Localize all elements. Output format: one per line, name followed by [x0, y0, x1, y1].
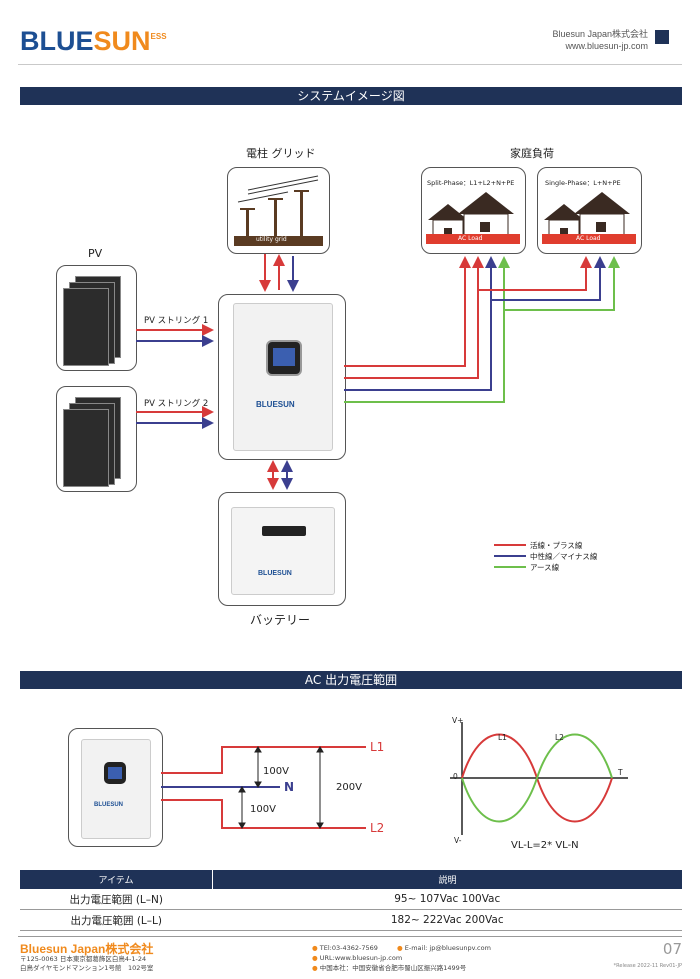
utility-grid-box: utility grid — [227, 167, 330, 254]
legend-earth: アース線 — [530, 563, 560, 572]
solar-panel-icon — [63, 288, 109, 366]
footer-hq: ● 中国本社：中国安徽省合肥市蜀山区振兴路1499号 — [312, 964, 466, 973]
ac-screen-display — [108, 767, 122, 779]
phone-icon: ● — [312, 944, 320, 952]
footer-hq-text: 中国本社：中国安徽省合肥市蜀山区振兴路1499号 — [319, 964, 467, 972]
pv-string2-label: PV ストリング 2 — [144, 399, 209, 409]
footer-tel-text: TEl:03-4362-7569 — [319, 944, 378, 952]
footer-address1: 〒125-0063 日本東京都葛飾区白鳥4-1-24 — [20, 955, 147, 963]
header-company-name: Bluesun Japan株式会社 — [552, 29, 648, 39]
grid-title: 電柱 グリッド — [246, 147, 316, 160]
split-phase-label: Split-Phase：L1+L2+N+PE — [427, 179, 515, 187]
table-cell-item: 出力電圧範囲 (L–N) — [20, 889, 213, 910]
table-cell-desc: 95~ 107Vac 100Vac — [212, 889, 682, 910]
pv-array-1 — [56, 265, 137, 371]
ac-n-label: N — [284, 780, 295, 794]
split-ac-load: AC Load — [458, 235, 483, 242]
ac-inverter-screen — [104, 762, 126, 784]
ac-l1-label: L1 — [370, 740, 385, 754]
inverter-screen — [266, 340, 302, 376]
ac-200v: 200V — [336, 782, 362, 793]
battery-logo: BLUESUN — [258, 570, 292, 577]
footer-url-text[interactable]: URL:www.bluesun-jp.com — [319, 954, 403, 962]
section-title-system: システムイメージ図 — [20, 87, 682, 105]
wave-t: T — [618, 768, 623, 777]
load-title: 家庭負荷 — [510, 147, 554, 160]
ac-inverter-unit: BLUESUN — [81, 739, 151, 839]
wave-formula: VL-L=2* VL-N — [511, 840, 579, 851]
footer-url[interactable]: ● URL:www.bluesun-jp.com — [312, 954, 402, 963]
footer-address2: 白鳥ダイヤモンドマンション1号館 102号室 — [20, 964, 154, 972]
brand-logo: BLUESUNESS — [20, 26, 167, 57]
single-ac-load: AC Load — [576, 235, 601, 242]
battery-display — [262, 526, 306, 536]
split-phase-load-box: Split-Phase：L1+L2+N+PE AC Load — [421, 167, 526, 254]
wave-l1: L1 — [498, 733, 507, 742]
ac-100v-lower: 100V — [250, 804, 276, 815]
table-header-desc: 説明 — [212, 870, 682, 889]
wiring-diagram — [136, 254, 620, 568]
battery-box: BLUESUN — [218, 492, 346, 606]
brand-suffix: ESS — [150, 32, 167, 41]
brand-blue: BLUE — [20, 26, 94, 56]
solar-panel-icon — [63, 409, 109, 487]
ac-voltage-diagram — [161, 722, 628, 835]
brand-orange: SUN — [93, 26, 151, 56]
battery-title: バッテリー — [250, 613, 311, 627]
inverter-box: BLUESUN — [218, 294, 346, 460]
table-header-row: アイテム 説明 — [20, 870, 682, 889]
table-cell-item: 出力電圧範囲 (L–L) — [20, 909, 213, 931]
grid-caption: utility grid — [256, 236, 287, 243]
ac-inverter-logo: BLUESUN — [94, 802, 124, 808]
table-row: 出力電圧範囲 (L–N) 95~ 107Vac 100Vac — [20, 889, 682, 910]
ac-100v-upper: 100V — [263, 766, 289, 777]
wave-l2: L2 — [555, 733, 564, 742]
location-icon: ● — [312, 964, 320, 972]
wave-vminus: V- — [454, 836, 462, 845]
spec-table: アイテム 説明 出力電圧範囲 (L–N) 95~ 107Vac 100Vac 出… — [20, 870, 682, 931]
single-phase-load-box: Single-Phase：L+N+PE AC Load — [537, 167, 642, 254]
legend-neutral: 中性線／マイナス線 — [530, 552, 598, 561]
battery-unit: BLUESUN — [231, 507, 335, 595]
footer-tel: ● TEl:03-4362-7569 — [312, 944, 378, 953]
footer-email: ● E-mail: jp@bluesunpv.com — [397, 944, 491, 953]
footer-email-text: E-mail: jp@bluesunpv.com — [404, 944, 491, 952]
footer-company: Bluesun Japan株式会社 — [20, 942, 154, 956]
mail-icon: ● — [397, 944, 405, 952]
ac-inverter-box: BLUESUN — [68, 728, 163, 847]
pv-title: PV — [88, 247, 103, 260]
pv-string1-label: PV ストリング 1 — [144, 316, 209, 326]
header-website: www.bluesun-jp.com — [565, 41, 648, 51]
header-divider — [18, 64, 682, 65]
power-pole-icon — [234, 175, 323, 246]
footer-divider — [18, 936, 682, 937]
section-title-ac: AC 出力電圧範囲 — [20, 671, 682, 689]
houses-icon-2 — [542, 192, 636, 244]
table-header-item: アイテム — [20, 870, 213, 889]
inverter-logo: BLUESUN — [256, 400, 295, 409]
houses-icon — [426, 192, 520, 244]
table-row: 出力電圧範囲 (L–L) 182~ 222Vac 200Vac — [20, 909, 682, 931]
header-square — [655, 30, 669, 44]
legend-live: 活線・プラス線 — [530, 541, 583, 550]
ac-l2-label: L2 — [370, 821, 385, 835]
globe-icon: ● — [312, 954, 320, 962]
screen-display — [273, 348, 295, 366]
pv-array-2 — [56, 386, 137, 492]
table-cell-desc: 182~ 222Vac 200Vac — [212, 909, 682, 931]
inverter-unit: BLUESUN — [233, 303, 333, 451]
wave-zero: 0 — [453, 772, 458, 781]
single-phase-label: Single-Phase：L+N+PE — [545, 179, 621, 187]
wave-vplus: V+ — [452, 716, 464, 725]
header-company: Bluesun Japan株式会社 www.bluesun-jp.com — [552, 28, 648, 52]
release-note: *Release 2022-11 Rev01-JP — [613, 963, 682, 969]
page-number: 07 — [662, 940, 682, 958]
